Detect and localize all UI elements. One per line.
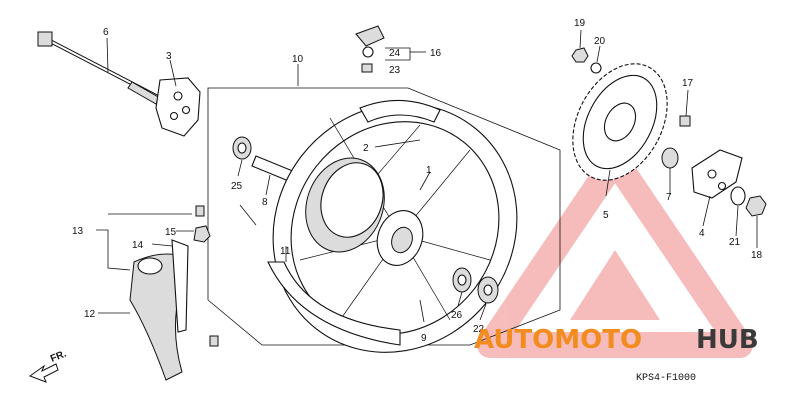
adjuster-plate-left bbox=[155, 77, 201, 137]
sprocket-collar bbox=[661, 147, 679, 169]
slider-screw bbox=[209, 335, 219, 347]
label-21: 21 bbox=[729, 237, 741, 248]
label-18: 18 bbox=[751, 250, 763, 261]
label-24: 24 bbox=[389, 48, 401, 59]
axle bbox=[37, 31, 161, 105]
label-9: 9 bbox=[421, 333, 427, 344]
front-direction-arrow: FR. bbox=[28, 348, 68, 383]
label-8: 8 bbox=[262, 197, 268, 208]
label-5: 5 bbox=[603, 210, 609, 221]
axle-washer bbox=[730, 186, 746, 206]
diagram-code: KPS4-F1000 bbox=[636, 373, 696, 384]
watermark-text: AUTOMOTO HUB bbox=[474, 325, 759, 355]
label-11: 11 bbox=[280, 246, 291, 257]
watermark-text-left: AUTOMOTO bbox=[474, 325, 642, 355]
label-23: 23 bbox=[389, 65, 401, 76]
label-22: 22 bbox=[473, 324, 485, 335]
label-26: 26 bbox=[451, 310, 463, 321]
watermark-logo bbox=[477, 147, 753, 358]
front-label: FR. bbox=[49, 348, 68, 364]
bearing-right bbox=[477, 276, 499, 304]
part-labels: 6 3 10 2 1 24 16 23 19 20 17 5 7 4 21 18… bbox=[72, 18, 763, 344]
label-13: 13 bbox=[72, 226, 84, 237]
sprocket-nut bbox=[571, 47, 602, 74]
leader-lines bbox=[96, 29, 758, 323]
adjuster-plate-right bbox=[691, 149, 743, 199]
chain-slider bbox=[129, 239, 189, 381]
label-19: 19 bbox=[574, 18, 586, 29]
label-14: 14 bbox=[132, 240, 144, 251]
label-10: 10 bbox=[292, 54, 304, 65]
label-3: 3 bbox=[166, 51, 172, 62]
rim-band-upper bbox=[359, 99, 441, 123]
label-4: 4 bbox=[699, 228, 705, 239]
label-6: 6 bbox=[103, 27, 109, 38]
sprocket-bolt bbox=[679, 115, 691, 127]
bearing-left bbox=[452, 267, 472, 293]
slider-bolt bbox=[193, 205, 211, 243]
chain-guide-clip bbox=[355, 25, 385, 73]
label-2: 2 bbox=[363, 143, 369, 154]
watermark-text-right: HUB bbox=[696, 325, 759, 355]
wheel-group-outline bbox=[207, 87, 561, 346]
label-1: 1 bbox=[426, 165, 432, 176]
sprocket bbox=[572, 63, 668, 181]
side-collar bbox=[232, 136, 252, 160]
axle-nut bbox=[745, 195, 767, 217]
label-16: 16 bbox=[430, 48, 442, 59]
label-7: 7 bbox=[666, 192, 672, 203]
label-20: 20 bbox=[594, 36, 606, 47]
rim-band-lower bbox=[267, 261, 401, 346]
wheel-hub bbox=[305, 157, 424, 266]
label-12: 12 bbox=[84, 309, 96, 320]
label-15: 15 bbox=[165, 227, 177, 238]
label-17: 17 bbox=[682, 78, 694, 89]
label-25: 25 bbox=[231, 181, 243, 192]
